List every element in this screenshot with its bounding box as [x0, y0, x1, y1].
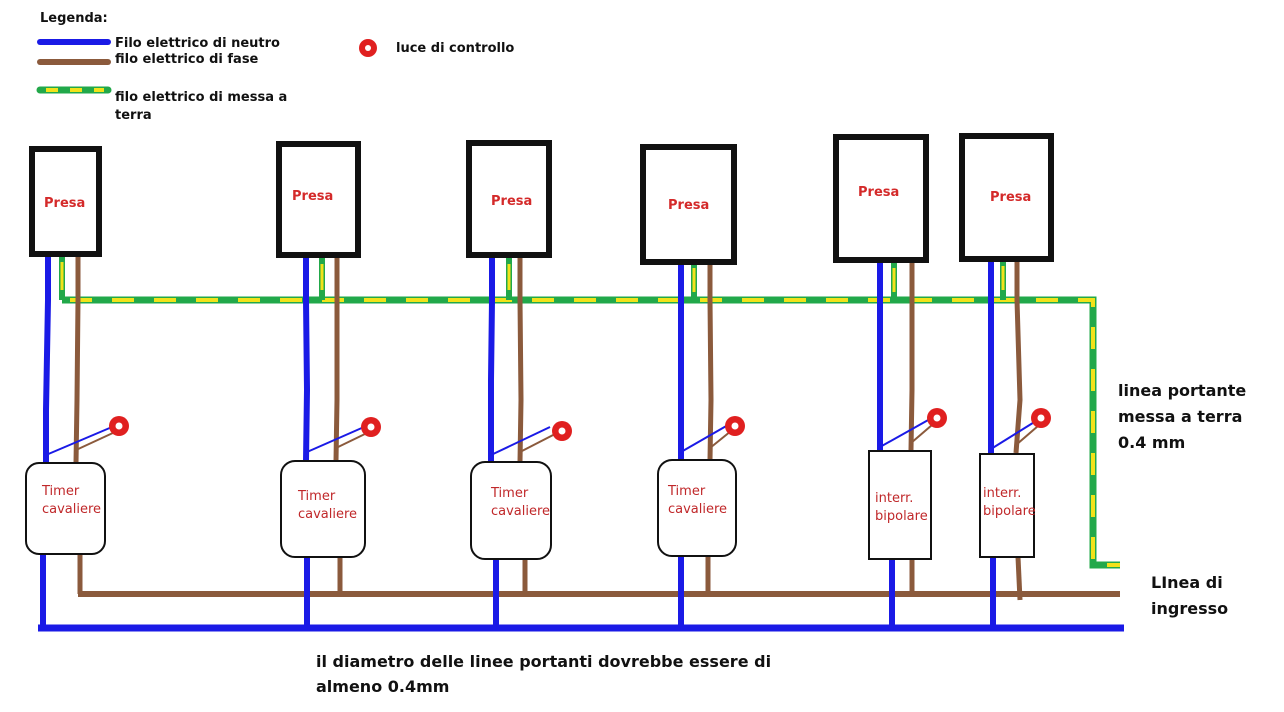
socket-label: Presa	[292, 189, 333, 204]
socket: Presa	[466, 140, 552, 258]
lamp-connection-wires	[45, 418, 1039, 456]
device-label-line1: interr.	[983, 486, 1021, 501]
socket-label: Presa	[44, 196, 85, 211]
neutral-wires-upper	[43, 257, 994, 463]
socket: Presa	[833, 134, 929, 263]
device-label-line1: Timer	[667, 484, 706, 499]
timer-device: Timer cavaliere	[657, 459, 737, 557]
timer-device: Timer cavaliere	[25, 462, 106, 555]
device-label-line2: cavaliere	[491, 504, 550, 519]
footer-note-line1: il diametro delle linee portanti dovrebb…	[316, 652, 771, 671]
device-label-line2: cavaliere	[668, 502, 727, 517]
input-label-2: ingresso	[1151, 599, 1228, 618]
earth-main-label-2: messa a terra	[1118, 407, 1242, 426]
device-label-line1: Timer	[490, 486, 529, 501]
legend-neutral-label: Filo elettrico di neutro	[115, 36, 280, 51]
device-label-line2: bipolare	[983, 504, 1036, 519]
neutral-wires-lower	[40, 554, 996, 628]
earth-main-label-3: 0.4 mm	[1118, 433, 1185, 452]
control-lamp-icon	[109, 416, 129, 436]
socket: Presa	[29, 146, 102, 257]
legend-title: Legenda:	[40, 11, 108, 26]
bipolar-switch: interr. bipolare	[868, 450, 932, 560]
legend: Legenda: Filo elettrico di neutro filo e…	[36, 11, 514, 123]
device-label-line1: Timer	[41, 484, 80, 499]
device-label-line1: Timer	[297, 489, 336, 504]
socket: Presa	[640, 144, 737, 265]
socket-label: Presa	[858, 185, 899, 200]
earth-main-line	[62, 296, 1120, 569]
bipolar-switch: interr. bipolare	[979, 453, 1036, 558]
device-label-line2: cavaliere	[42, 502, 101, 517]
socket: Presa	[276, 141, 361, 258]
legend-lamp-label: luce di controllo	[396, 41, 514, 56]
control-lamp-icon	[1031, 408, 1051, 428]
control-lamp-icon	[552, 421, 572, 441]
control-lamp-icon	[361, 417, 381, 437]
socket: Presa	[959, 133, 1054, 262]
legend-lamp-icon	[359, 39, 377, 57]
earth-main-label-1: linea portante	[1118, 381, 1246, 400]
socket-label: Presa	[491, 194, 532, 209]
timer-device: Timer cavaliere	[280, 460, 366, 558]
footer-note-line2: almeno 0.4mm	[316, 677, 449, 696]
socket-label: Presa	[668, 198, 709, 213]
device-label-line2: cavaliere	[298, 507, 357, 522]
phase-wires-lower	[77, 554, 1023, 601]
control-lamp-icon	[927, 408, 947, 428]
phase-wires-upper	[73, 257, 1023, 464]
legend-earth-label-2: terra	[115, 108, 152, 123]
device-label-line1: interr.	[875, 491, 913, 506]
earth-drops	[59, 257, 1006, 300]
socket-label: Presa	[990, 190, 1031, 205]
input-line-label: LInea di ingresso	[1151, 573, 1228, 618]
input-label-1: LInea di	[1151, 573, 1223, 592]
earth-main-label: linea portante messa a terra 0.4 mm	[1118, 381, 1246, 452]
control-lamp-icon	[725, 416, 745, 436]
legend-phase-label: filo elettrico di fase	[115, 52, 259, 67]
device-label-line2: bipolare	[875, 509, 928, 524]
legend-earth-label-1: filo elettrico di messa a	[115, 90, 287, 105]
footer-note: il diametro delle linee portanti dovrebb…	[316, 652, 771, 696]
timer-device: Timer cavaliere	[470, 461, 552, 560]
